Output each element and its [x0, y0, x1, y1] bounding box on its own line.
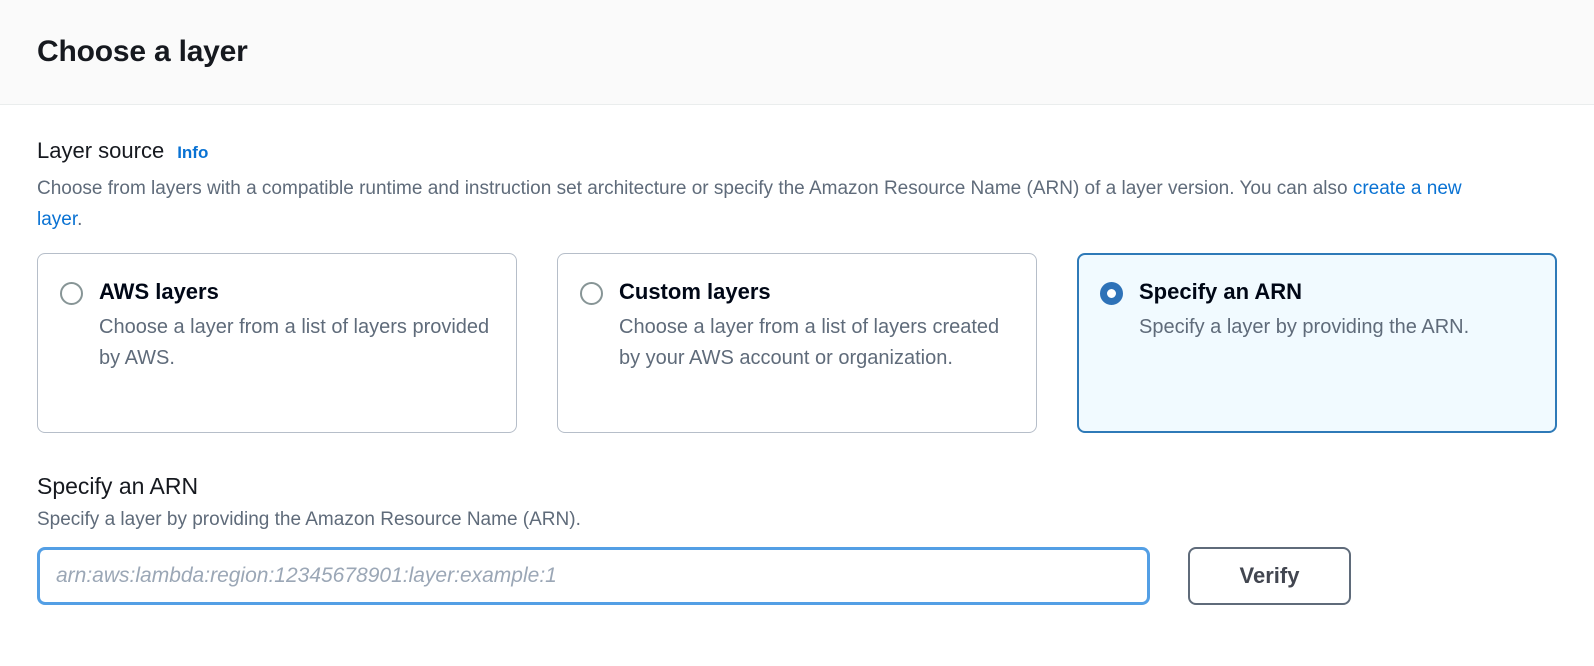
layer-source-description-text-2: . [77, 209, 83, 230]
layer-source-label-row: Layer source Info [37, 138, 1557, 164]
radio-tile-custom-layers-text: Custom layers Choose a layer from a list… [619, 278, 1014, 410]
radio-tile-aws-layers[interactable]: AWS layers Choose a layer from a list of… [37, 253, 517, 433]
arn-section-description: Specify a layer by providing the Amazon … [37, 509, 581, 530]
modal-body: Layer source Info Choose from layers wit… [0, 105, 1594, 605]
radio-icon-custom-layers[interactable] [580, 282, 603, 305]
radio-icon-aws-layers[interactable] [60, 282, 83, 305]
layer-source-label: Layer source [37, 138, 165, 163]
arn-input-wrapper[interactable] [37, 547, 1150, 605]
arn-input-row: Verify [37, 547, 1557, 605]
modal-header: Choose a layer [0, 0, 1594, 105]
radio-icon-specify-an-arn[interactable] [1100, 282, 1123, 305]
create-a-new-layer-link[interactable]: create a new layer [37, 178, 1462, 230]
radio-tile-specify-an-arn-title: Specify an ARN [1139, 279, 1303, 304]
verify-button[interactable]: Verify [1188, 547, 1351, 605]
info-link[interactable]: Info [177, 143, 209, 162]
radio-tile-specify-an-arn[interactable]: Specify an ARN Specify a layer by provid… [1077, 253, 1557, 433]
layer-source-description-text-1: Choose from layers with a compatible run… [37, 178, 1353, 199]
radio-tile-custom-layers-title: Custom layers [619, 279, 771, 304]
layer-source-description: Choose from layers with a compatible run… [37, 173, 1497, 235]
radio-tile-aws-layers-title: AWS layers [99, 279, 219, 304]
radio-tile-specify-an-arn-description: Specify a layer by providing the ARN. [1139, 316, 1470, 338]
radio-tile-aws-layers-text: AWS layers Choose a layer from a list of… [99, 278, 494, 410]
radio-tile-aws-layers-description: Choose a layer from a list of layers pro… [99, 316, 490, 369]
layer-source-radio-group: AWS layers Choose a layer from a list of… [37, 253, 1557, 433]
arn-input[interactable] [54, 563, 1133, 589]
page-title: Choose a layer [37, 35, 248, 68]
arn-section-title: Specify an ARN [37, 473, 199, 499]
radio-tile-custom-layers-description: Choose a layer from a list of layers cre… [619, 316, 1000, 369]
radio-tile-specify-an-arn-text: Specify an ARN Specify a layer by provid… [1139, 278, 1534, 410]
radio-tile-custom-layers[interactable]: Custom layers Choose a layer from a list… [557, 253, 1037, 433]
